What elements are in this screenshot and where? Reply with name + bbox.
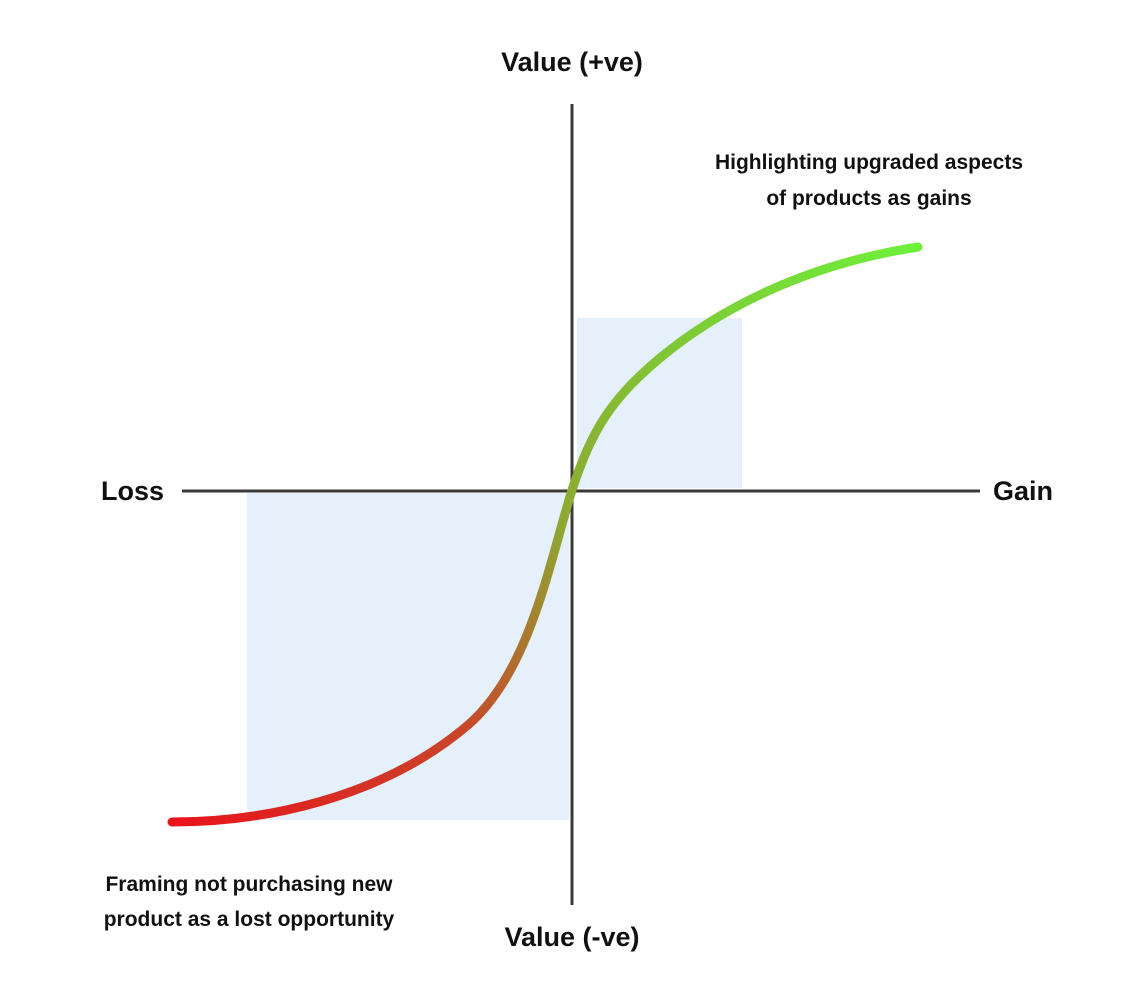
value-curve (167, 242, 923, 827)
gain-label: Gain (993, 476, 1053, 506)
gain-annotation-line-1: Highlighting upgraded aspects (715, 151, 1023, 174)
loss-label: Loss (101, 476, 164, 506)
loss-annotation-line-1: Framing not purchasing new (105, 873, 393, 896)
value-positive-label: Value (+ve) (501, 47, 643, 77)
gain-annotation-line-2: of products as gains (766, 187, 971, 210)
loss-annotation-line-2: product as a lost opportunity (104, 908, 395, 931)
value-negative-label: Value (-ve) (504, 922, 639, 952)
gain-shade-region (577, 318, 742, 488)
